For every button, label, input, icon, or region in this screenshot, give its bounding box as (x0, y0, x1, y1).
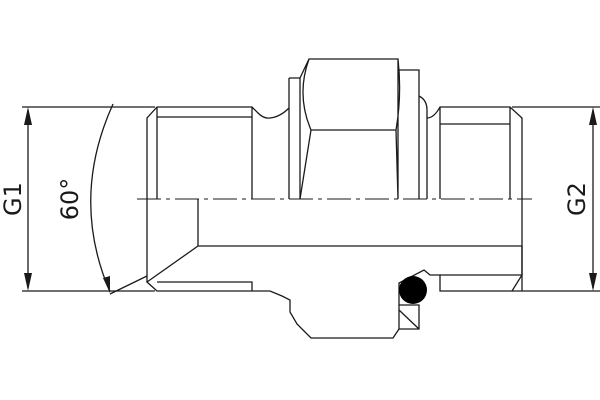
right-flange (398, 69, 428, 199)
o-ring (399, 276, 427, 304)
angle-leader (109, 275, 148, 295)
angle-arrowhead (103, 276, 110, 293)
angle-arc (90, 103, 114, 293)
left-flange (288, 77, 301, 199)
seal-retainer (398, 304, 420, 330)
section-hatch (145, 245, 523, 339)
angle-label: 60° (56, 178, 84, 221)
g1-label: G1 (0, 182, 27, 216)
left-thread-outline (146, 106, 290, 282)
hex-nut (299, 58, 401, 200)
g2-extension-lines (512, 106, 600, 292)
right-thread-outline (426, 106, 523, 291)
g1-extension-lines (22, 106, 155, 292)
g2-label: G2 (563, 182, 591, 216)
thread-root-line-left (157, 281, 253, 291)
